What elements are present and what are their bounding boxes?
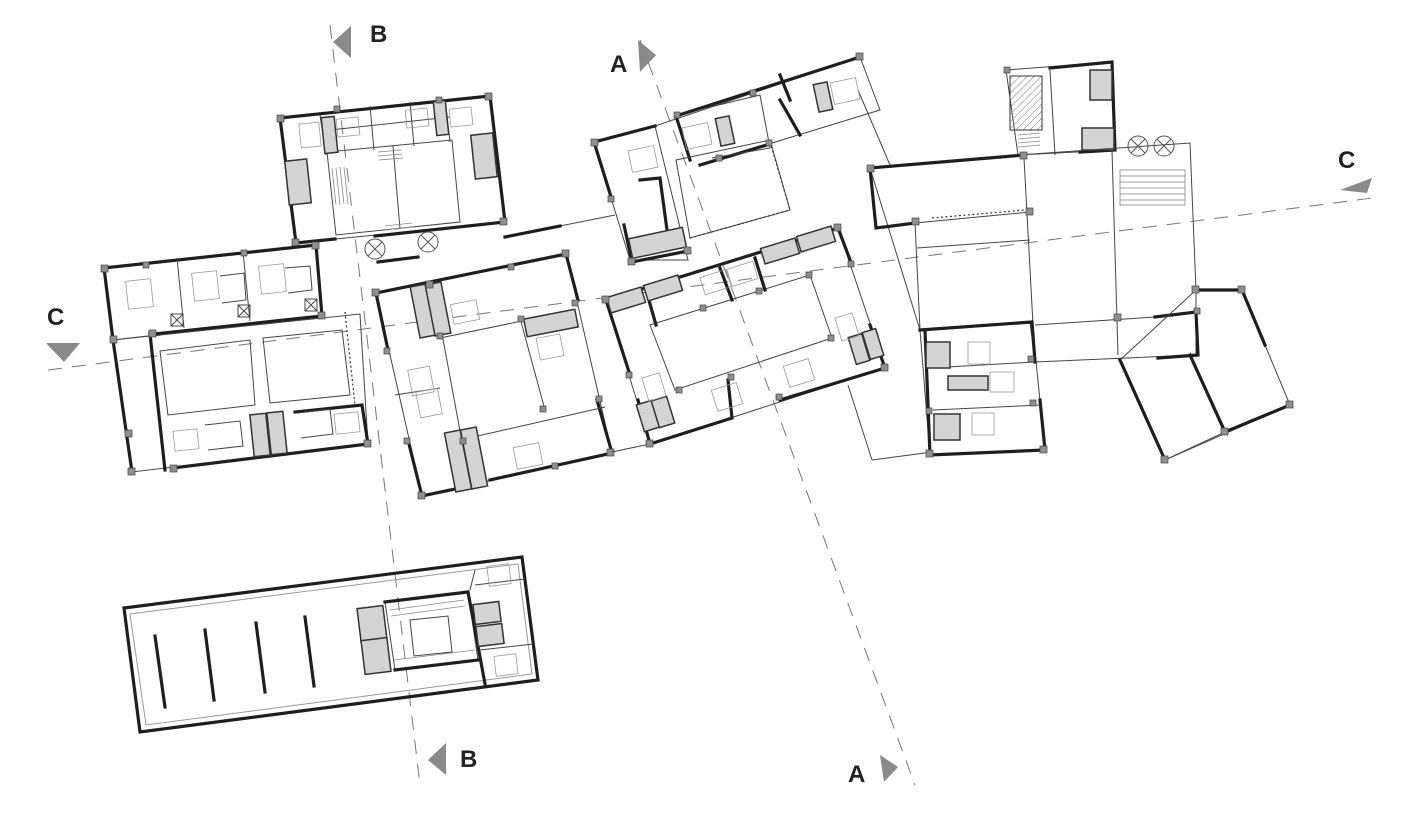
section-label-b-top: B (370, 21, 387, 48)
block-top-center (590, 52, 881, 266)
section-arrow-c-right (1340, 178, 1372, 193)
block-center-left (371, 249, 615, 500)
section-label-a-top: A (610, 51, 627, 78)
section-markers: B A C C B A (46, 21, 1372, 788)
ceiling-fan-icon (1153, 135, 1175, 157)
section-arrow-c-left (46, 343, 80, 362)
ceiling-fan-icon (417, 231, 439, 253)
block-center-right (601, 223, 889, 448)
section-cut-lines (47, 24, 1381, 786)
section-arrow-a-bottom (880, 755, 898, 782)
ceiling-fan-icon (1127, 135, 1149, 157)
section-line-a (639, 39, 916, 786)
section-label-a-bottom: A (848, 761, 865, 788)
block-bottom-garage (122, 555, 540, 734)
ceiling-fan-icon (364, 238, 386, 260)
section-arrow-b-bottom (428, 743, 446, 775)
block-right-hall (866, 60, 1294, 464)
section-label-c-right: C (1338, 147, 1355, 174)
section-arrow-a-top (638, 40, 656, 72)
section-label-b-bottom: B (460, 746, 477, 773)
block-top-left (276, 92, 508, 264)
block-left-wing (100, 241, 372, 476)
section-label-c-left: C (47, 304, 64, 331)
section-line-c (47, 196, 1381, 371)
connector-lines (503, 89, 933, 461)
section-arrow-b-top (333, 26, 351, 58)
